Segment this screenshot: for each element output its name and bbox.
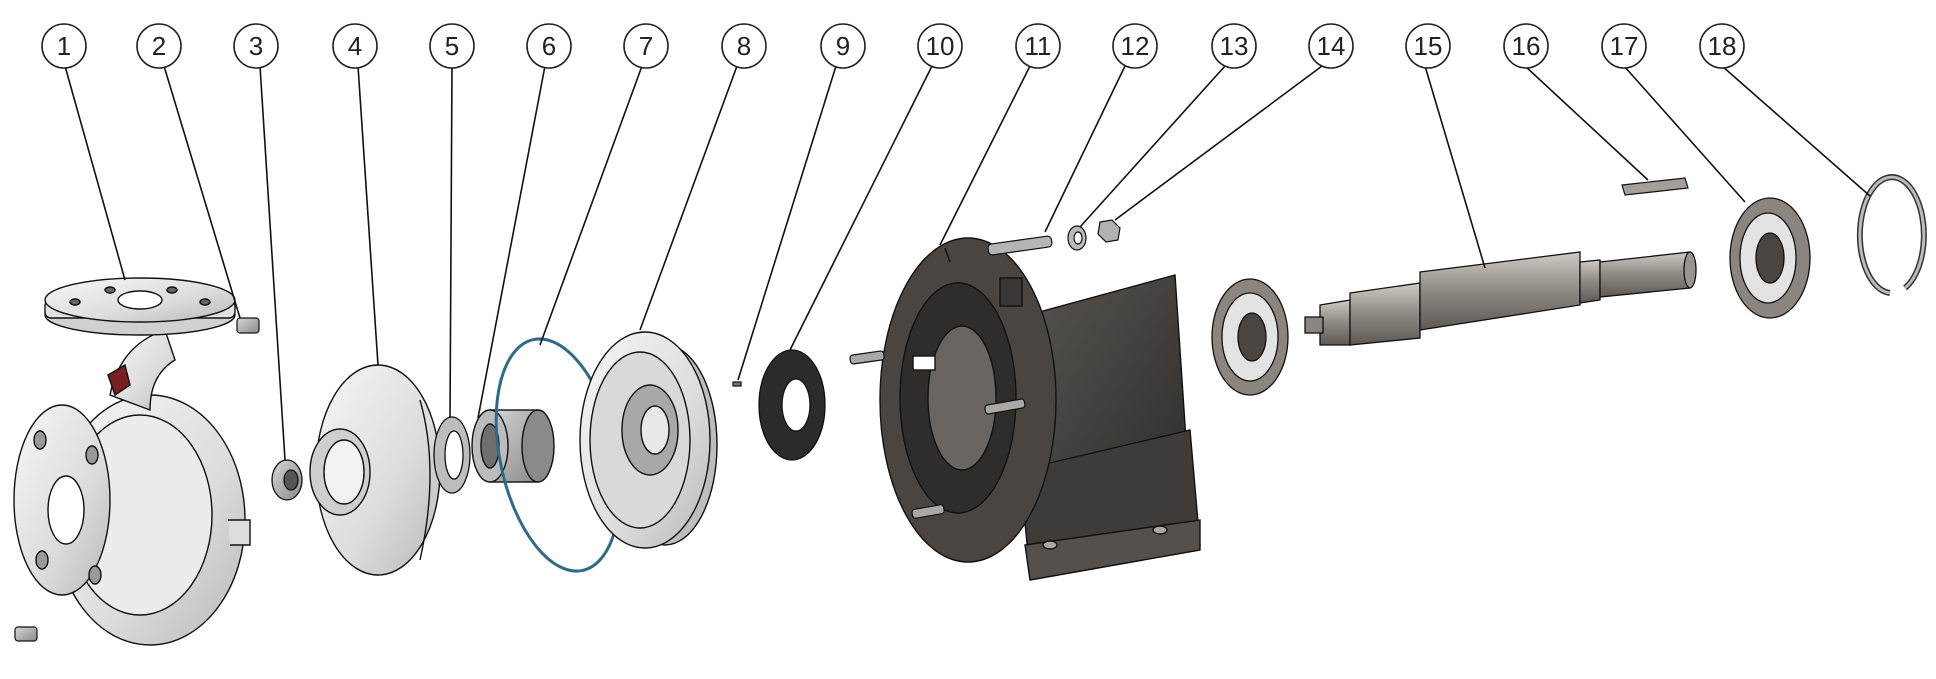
callout-8-label: 8 xyxy=(737,31,751,61)
leader-17 xyxy=(1623,65,1746,203)
callout-4-label: 4 xyxy=(348,31,362,61)
callout-3: 3 xyxy=(233,23,279,69)
leader-10 xyxy=(789,65,933,351)
callout-14-label: 14 xyxy=(1317,31,1346,61)
callout-16-label: 16 xyxy=(1512,31,1541,61)
callout-7: 7 xyxy=(623,23,669,69)
callout-11-label: 11 xyxy=(1025,31,1052,61)
stud-part-12 xyxy=(987,235,1053,256)
callout-18-label: 18 xyxy=(1708,31,1737,61)
shaft-key xyxy=(1621,177,1689,196)
callout-11: 11 xyxy=(1015,23,1061,69)
nut-part-14 xyxy=(1097,219,1121,243)
leader-15 xyxy=(1424,65,1486,269)
callout-15-label: 15 xyxy=(1414,31,1443,61)
leader-11 xyxy=(939,65,1031,246)
retaining-ring xyxy=(1856,174,1927,296)
callout-18: 18 xyxy=(1699,23,1745,69)
leader-4 xyxy=(357,65,379,366)
leader-12 xyxy=(1044,65,1126,233)
callout-17: 17 xyxy=(1601,23,1647,69)
callout-16: 16 xyxy=(1503,23,1549,69)
callout-5-label: 5 xyxy=(445,31,459,61)
mechanical-seal xyxy=(471,409,555,483)
callout-10-label: 10 xyxy=(926,31,955,61)
pump-casing xyxy=(13,277,251,646)
ball-bearing xyxy=(1729,197,1811,319)
callout-1: 1 xyxy=(41,23,87,69)
leader-8 xyxy=(639,65,738,331)
leader-6 xyxy=(477,65,546,419)
washer-part-13 xyxy=(1067,225,1087,251)
callout-1-label: 1 xyxy=(57,31,71,61)
callout-5: 5 xyxy=(429,23,475,69)
callout-4: 4 xyxy=(332,23,378,69)
callout-13: 13 xyxy=(1211,23,1257,69)
callout-6-label: 6 xyxy=(542,31,556,61)
callout-7-label: 7 xyxy=(639,31,653,61)
callout-3-label: 3 xyxy=(249,31,263,61)
leader-16 xyxy=(1524,65,1649,181)
callout-10: 10 xyxy=(917,23,963,69)
callout-13-label: 13 xyxy=(1220,31,1249,61)
leader-9 xyxy=(737,65,837,381)
callout-17-label: 17 xyxy=(1610,31,1639,61)
seal-housing xyxy=(579,331,718,549)
callout-14: 14 xyxy=(1308,23,1354,69)
callout-12: 12 xyxy=(1112,23,1158,69)
leader-14 xyxy=(1114,65,1323,221)
leader-1 xyxy=(64,65,126,281)
impeller xyxy=(309,364,441,576)
plug-part-2 xyxy=(236,317,260,334)
callout-8: 8 xyxy=(721,23,767,69)
impeller-nut xyxy=(271,459,303,501)
small-pin-part-9 xyxy=(732,381,742,387)
bearing-bracket xyxy=(879,237,1201,581)
leader-lines xyxy=(64,65,1871,461)
leader-5 xyxy=(449,65,453,419)
shaft xyxy=(1304,251,1697,346)
callout-9: 9 xyxy=(820,23,866,69)
leader-2 xyxy=(163,65,241,319)
callout-2-label: 2 xyxy=(152,31,166,61)
bracket-studs xyxy=(849,350,1026,519)
leader-3 xyxy=(259,65,286,461)
gasket xyxy=(758,349,826,461)
callout-6: 6 xyxy=(526,23,572,69)
leader-18 xyxy=(1721,65,1871,197)
leader-7 xyxy=(539,65,643,346)
washer-part-5 xyxy=(433,416,471,494)
drain-plug xyxy=(14,626,38,642)
callout-9-label: 9 xyxy=(836,31,850,61)
ball-bearing-inner xyxy=(1211,278,1289,396)
leader-13 xyxy=(1079,65,1226,228)
callout-12-label: 12 xyxy=(1121,31,1150,61)
callout-15: 15 xyxy=(1405,23,1451,69)
callout-2: 2 xyxy=(136,23,182,69)
